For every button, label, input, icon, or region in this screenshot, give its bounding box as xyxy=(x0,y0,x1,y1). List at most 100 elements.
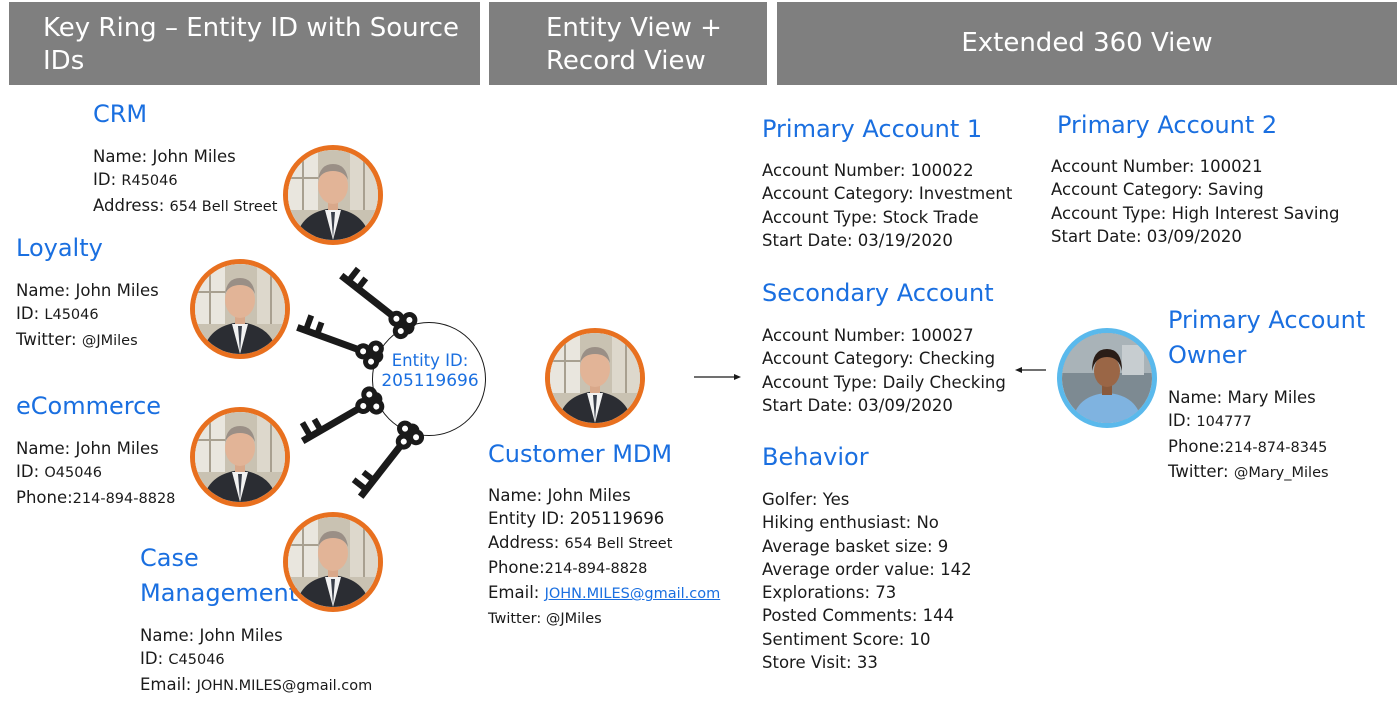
crm-id-row: ID: R45046 xyxy=(93,168,277,193)
mdm-address-value: 654 Bell Street xyxy=(564,535,673,552)
mdm-entity-id-row: Entity ID: 205119696 xyxy=(488,507,720,530)
crm-address-row: Address: 654 Bell Street xyxy=(93,194,277,219)
loyalty-twitter-row: Twitter: @JMiles xyxy=(16,328,159,353)
mdm-address-row: Address: 654 Bell Street xyxy=(488,531,720,556)
pa1-row: Start Date: 03/19/2020 xyxy=(762,230,953,250)
owner-title: Primary Account Owner xyxy=(1168,303,1365,372)
primary-account-2-info: Account Number: 100021 Account Category:… xyxy=(1051,155,1339,248)
mdm-entity-id-value: 205119696 xyxy=(569,509,665,529)
crm-title: CRM xyxy=(93,100,148,128)
mdm-email-row: Email: JOHN.MILES@gmail.com xyxy=(488,581,720,606)
entity-id-badge: Entity ID: 205119696 xyxy=(378,350,482,392)
mdm-phone-row: Phone:214-894-8828 xyxy=(488,556,720,581)
behavior-row: Sentiment Score: 10 xyxy=(762,629,931,649)
case-management-info: Name: John Miles ID: C45046 Email: JOHN.… xyxy=(140,624,372,698)
loyalty-twitter-value: @JMiles xyxy=(81,332,138,349)
ecommerce-info: Name: John Miles ID: O45046 Phone:214-89… xyxy=(16,437,175,511)
loyalty-id-value: L45046 xyxy=(44,307,99,324)
case-email-row: Email: JOHN.MILES@gmail.com xyxy=(140,673,372,698)
key-icon-2 xyxy=(292,312,389,373)
ecommerce-name-value: John Miles xyxy=(75,439,159,458)
mdm-phone-value: 214-894-8828 xyxy=(544,560,648,577)
owner-name-row: Name: Mary Miles xyxy=(1168,386,1329,409)
customer-mdm-title: Customer MDM xyxy=(488,440,673,468)
ecommerce-phone-row: Phone:214-894-8828 xyxy=(16,486,175,511)
ecommerce-id-value: O45046 xyxy=(44,465,102,482)
case-name-row: Name: John Miles xyxy=(140,624,372,647)
arrow-from-owner xyxy=(1015,367,1046,373)
mdm-entity-id-label: Entity ID: xyxy=(488,509,570,529)
behavior-row: Store Visit: 33 xyxy=(762,653,878,673)
header-entity-view-text: Entity View + Record View xyxy=(546,13,722,76)
owner-phone-value: 214-874-8345 xyxy=(1224,439,1328,456)
owner-title-line2: Owner xyxy=(1168,340,1247,369)
mdm-email-label: Email: xyxy=(488,583,545,603)
loyalty-twitter-label: Twitter: xyxy=(16,329,82,349)
key-icon-3 xyxy=(294,381,389,454)
sa-row: Account Number: 100027 xyxy=(762,326,974,345)
arrow-to-extended-view xyxy=(694,374,741,380)
header-key-ring: Key Ring – Entity ID with Source IDs xyxy=(9,2,480,85)
ecommerce-title: eCommerce xyxy=(16,392,162,420)
header-extended-view-text: Extended 360 View xyxy=(961,28,1213,58)
case-id-value: C45046 xyxy=(168,652,225,669)
mdm-twitter-value: @JMiles xyxy=(545,611,602,628)
pa2-row: Account Category: Saving xyxy=(1051,180,1264,200)
pa1-row: Account Number: 100022 xyxy=(762,161,974,180)
ecommerce-name-row: Name: John Miles xyxy=(16,437,175,460)
pa1-row: Account Category: Investment xyxy=(762,184,1013,204)
behavior-row: Average order value: 142 xyxy=(762,559,972,579)
header-entity-view: Entity View + Record View xyxy=(489,2,767,85)
loyalty-title: Loyalty xyxy=(16,234,103,262)
crm-address-label: Address: xyxy=(93,195,170,215)
owner-title-line1: Primary Account xyxy=(1168,306,1366,334)
ecommerce-phone-label: Phone: xyxy=(16,487,73,507)
case-email-label: Email: xyxy=(140,674,197,694)
mdm-twitter-row: Twitter: @JMiles xyxy=(488,606,720,631)
mdm-name-value: John Miles xyxy=(547,486,631,505)
owner-twitter-value: @Mary_Miles xyxy=(1233,464,1329,481)
case-name-value: John Miles xyxy=(199,626,283,645)
ecommerce-avatar xyxy=(190,407,290,507)
behavior-row: Explorations: 73 xyxy=(762,583,897,603)
case-email-value: JOHN.MILES@gmail.com xyxy=(196,677,373,694)
mdm-twitter-label: Twitter: xyxy=(488,611,546,628)
entity-id-label: Entity ID: xyxy=(391,351,469,370)
owner-name-value: Mary Miles xyxy=(1227,388,1316,407)
case-id-label: ID: xyxy=(140,649,169,669)
ecommerce-name-label: Name: xyxy=(16,439,76,458)
behavior-row: Golfer: Yes xyxy=(762,490,850,509)
crm-name-value: John Miles xyxy=(152,147,236,166)
owner-phone-row: Phone:214-874-8345 xyxy=(1168,435,1329,460)
crm-name-row: Name: John Miles xyxy=(93,145,277,168)
behavior-row: Average basket size: 9 xyxy=(762,536,949,556)
case-id-row: ID: C45046 xyxy=(140,647,372,672)
header-key-ring-text: Key Ring – Entity ID with Source IDs xyxy=(43,13,460,76)
mdm-email-link[interactable]: JOHN.MILES@gmail.com xyxy=(544,586,721,603)
crm-address-value: 654 Bell Street xyxy=(169,198,278,215)
loyalty-id-label: ID: xyxy=(16,304,45,324)
mdm-address-label: Address: xyxy=(488,532,565,552)
primary-account-2-title: Primary Account 2 xyxy=(1057,111,1278,139)
behavior-row: Hiking enthusiast: No xyxy=(762,513,939,533)
crm-info: Name: John Miles ID: R45046 Address: 654… xyxy=(93,145,277,219)
owner-name-label: Name: xyxy=(1168,388,1228,407)
entity-id-number: 205119696 xyxy=(381,371,479,391)
case-management-title: Case Management xyxy=(140,541,300,611)
ecommerce-id-row: ID: O45046 xyxy=(16,460,175,485)
owner-id-value: 104777 xyxy=(1196,414,1252,431)
owner-twitter-row: Twitter: @Mary_Miles xyxy=(1168,460,1329,485)
crm-id-value: R45046 xyxy=(121,173,178,190)
owner-info: Name: Mary Miles ID: 104777 Phone:214-87… xyxy=(1168,386,1329,485)
ecommerce-phone-value: 214-894-8828 xyxy=(72,490,176,507)
owner-id-label: ID: xyxy=(1168,411,1197,431)
loyalty-name-label: Name: xyxy=(16,281,76,300)
crm-avatar xyxy=(283,145,383,245)
pa2-row: Account Number: 100021 xyxy=(1051,157,1263,176)
crm-name-label: Name: xyxy=(93,147,153,166)
behavior-info: Golfer: Yes Hiking enthusiast: No Averag… xyxy=(762,488,972,674)
loyalty-name-row: Name: John Miles xyxy=(16,279,159,302)
mdm-name-label: Name: xyxy=(488,486,548,505)
pa2-row: Start Date: 03/09/2020 xyxy=(1051,226,1242,246)
